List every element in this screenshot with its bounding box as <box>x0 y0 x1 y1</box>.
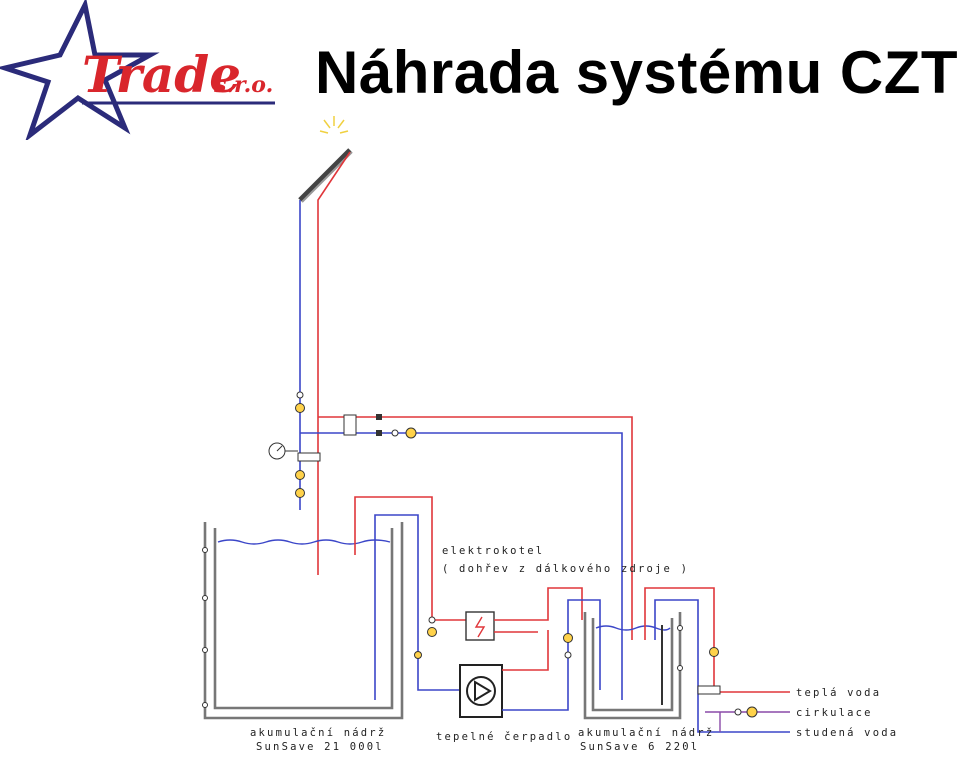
valve-icon <box>563 633 573 643</box>
pump-icon <box>405 427 417 439</box>
company-logo: Trade s.r.o. <box>0 0 275 140</box>
heat-pump-label: tepelné čerpadlo <box>436 731 572 743</box>
large-tank-inner <box>213 528 394 710</box>
hot-water-label: teplá voda <box>796 687 881 699</box>
page-title: Náhrada systému CZT <box>315 39 959 106</box>
solar-supply-pipe <box>317 151 351 575</box>
pressure-gauge-icon <box>268 442 298 460</box>
valve-icon <box>376 414 382 420</box>
heat-pump-return-pipe <box>502 599 601 711</box>
pump-icon <box>746 706 758 718</box>
supply-main-pipe <box>318 416 633 640</box>
large-tank-water-level <box>217 539 391 545</box>
logo-suffix: s.r.o. <box>213 72 273 98</box>
valve-icon <box>427 627 437 637</box>
valve-icon <box>296 391 304 399</box>
small-tank-inner <box>591 618 674 712</box>
valve-icon <box>428 616 436 624</box>
boiler-return-pipe <box>374 514 460 700</box>
heat-exchanger-icon <box>697 685 721 695</box>
heat-exchanger-icon <box>297 452 321 462</box>
cold-water-label: studená voda <box>796 727 898 739</box>
valve-icon <box>391 429 399 437</box>
valve-icon <box>709 647 719 657</box>
boiler-supply-pipe <box>354 496 470 621</box>
small-tank-label: akumulační nádrž <box>578 727 714 739</box>
valve-icon <box>295 403 305 413</box>
logo-text: Trade <box>82 45 241 104</box>
heat-pump-supply-pipe <box>502 630 549 671</box>
valve-icon <box>734 708 742 716</box>
large-tank-label: akumulační nádrž <box>250 727 386 739</box>
electric-boiler-sublabel: ( dohřev z dálkového zdroje ) <box>442 563 689 575</box>
valve-icon <box>564 651 572 659</box>
electric-boiler-label: elektrokotel <box>442 545 544 557</box>
heat-pump-icon <box>459 664 503 718</box>
small-tank-water-level <box>595 625 671 631</box>
boiler-to-tank-pipe <box>494 587 583 621</box>
large-tank <box>203 522 404 720</box>
dhw-return-pipe <box>654 599 790 733</box>
valve-icon <box>295 470 305 480</box>
solar-collector-icon <box>298 148 353 203</box>
dhw-supply-pipe <box>644 587 790 693</box>
large-tank-model: SunSave 21 000l <box>256 741 384 753</box>
sun-icon <box>319 116 349 134</box>
circulation-label: cirkulace <box>796 707 873 719</box>
valve-icon <box>414 651 422 659</box>
small-tank-model: SunSave 6 220l <box>580 741 699 753</box>
heat-exchanger-icon <box>343 414 357 436</box>
logo-star-icon <box>0 0 160 140</box>
valve-icon <box>295 488 305 498</box>
electric-boiler-icon <box>465 611 495 641</box>
valve-icon <box>376 430 382 436</box>
